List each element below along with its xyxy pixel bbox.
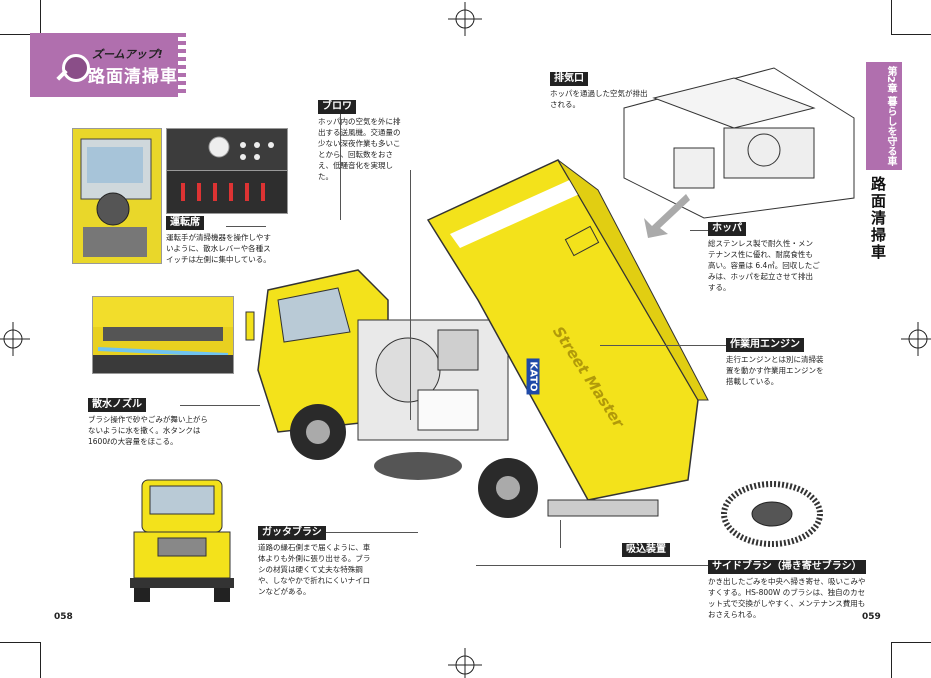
- crop-mark: [891, 642, 892, 678]
- side-brush-illustration: [721, 481, 823, 547]
- gray-arrow-icon: [644, 194, 690, 238]
- leader-line: [340, 110, 341, 220]
- side-brush-desc: かき出したごみを中央へ掃き寄せ、吸いこみやすくする。HS-800W のブラシは、…: [708, 577, 866, 619]
- nozzle-desc: ブラシ操作で砂やごみが舞い上がらないように水を撒く。水タンクは 1600ℓの大容…: [88, 415, 208, 446]
- hopper-desc: 総ステンレス製で耐久性・メンテナンス性に優れ、耐腐食性も高い。容量は 6.4㎥。…: [708, 239, 820, 292]
- leader-line: [476, 565, 708, 566]
- leader-line: [600, 345, 726, 346]
- leader-line: [322, 532, 418, 533]
- side-title: 路面清掃車: [869, 176, 887, 261]
- cab-interior-photo: [72, 128, 162, 264]
- engine-desc: 走行エンジンとは別に清掃装置を動かす作業用エンジンを搭載している。: [726, 355, 824, 386]
- engine-label: 作業用エンジン: [726, 338, 804, 352]
- truck-front-view: [130, 479, 234, 602]
- registration-mark-right: [901, 322, 931, 356]
- leader-line: [690, 230, 710, 231]
- crop-mark: [891, 0, 892, 34]
- gutter-brush-label: ガッタブラシ: [258, 526, 326, 540]
- crop-mark: [891, 34, 931, 35]
- maker-badge: KATO: [526, 358, 540, 395]
- lever-panel-photo: [166, 170, 288, 214]
- chapter-tab: [866, 62, 902, 170]
- hopper-label: ホッパ: [708, 222, 746, 236]
- page-title: 路面清掃車: [88, 67, 178, 87]
- registration-mark-top: [448, 2, 482, 36]
- exhaust-cutaway-drawing: [623, 67, 855, 219]
- leader-line: [226, 226, 266, 227]
- crop-mark: [40, 0, 41, 34]
- gutter-brush-desc: 道路の縁石側まで届くように、車体よりも外側に張り出せる。ブラシの材質は硬くて丈夫…: [258, 543, 371, 596]
- cab-interior-illustration: [80, 138, 152, 257]
- nozzle-photo: [92, 296, 234, 374]
- exhaust-desc: ホッパを通過した空気が排出される。: [550, 89, 648, 109]
- registration-mark-left: [0, 322, 30, 356]
- dashboard-photo: [166, 128, 288, 172]
- crop-mark: [40, 642, 41, 678]
- crop-mark: [891, 642, 931, 643]
- nozzle-label: 散水ノズル: [88, 398, 146, 412]
- leader-line: [410, 170, 411, 420]
- page-number-left: 058: [54, 612, 73, 622]
- registration-mark-bottom: [448, 648, 482, 678]
- magnifier-icon: [62, 54, 90, 82]
- leader-line: [560, 520, 561, 548]
- zoom-tag: ズームアップ!: [92, 48, 163, 61]
- crop-mark: [0, 642, 40, 643]
- sweeper-truck-illustration: [245, 159, 709, 518]
- crop-mark: [0, 34, 40, 35]
- cab-label: 運転席: [166, 216, 204, 230]
- page-number-right: 059: [862, 612, 881, 622]
- chapter-label: 第2章 暮らしを守る車: [885, 66, 896, 167]
- cab-desc: 運転手が清掃機器を操作しやすいように、散水レバーや各種スイッチは左側に集中してい…: [166, 233, 271, 264]
- blower-label: ブロワ: [318, 100, 356, 114]
- exhaust-label: 排気口: [550, 72, 588, 86]
- suction-label: 吸込装置: [622, 543, 670, 557]
- leader-line: [180, 405, 260, 406]
- title-banner: [30, 33, 186, 97]
- side-brush-label: サイドブラシ（掃き寄せブラシ）: [708, 560, 866, 574]
- blower-desc: ホッパ内の空気を外に排出する送風機。交通量の少ない深夜作業も多いことから、回転数…: [318, 117, 401, 181]
